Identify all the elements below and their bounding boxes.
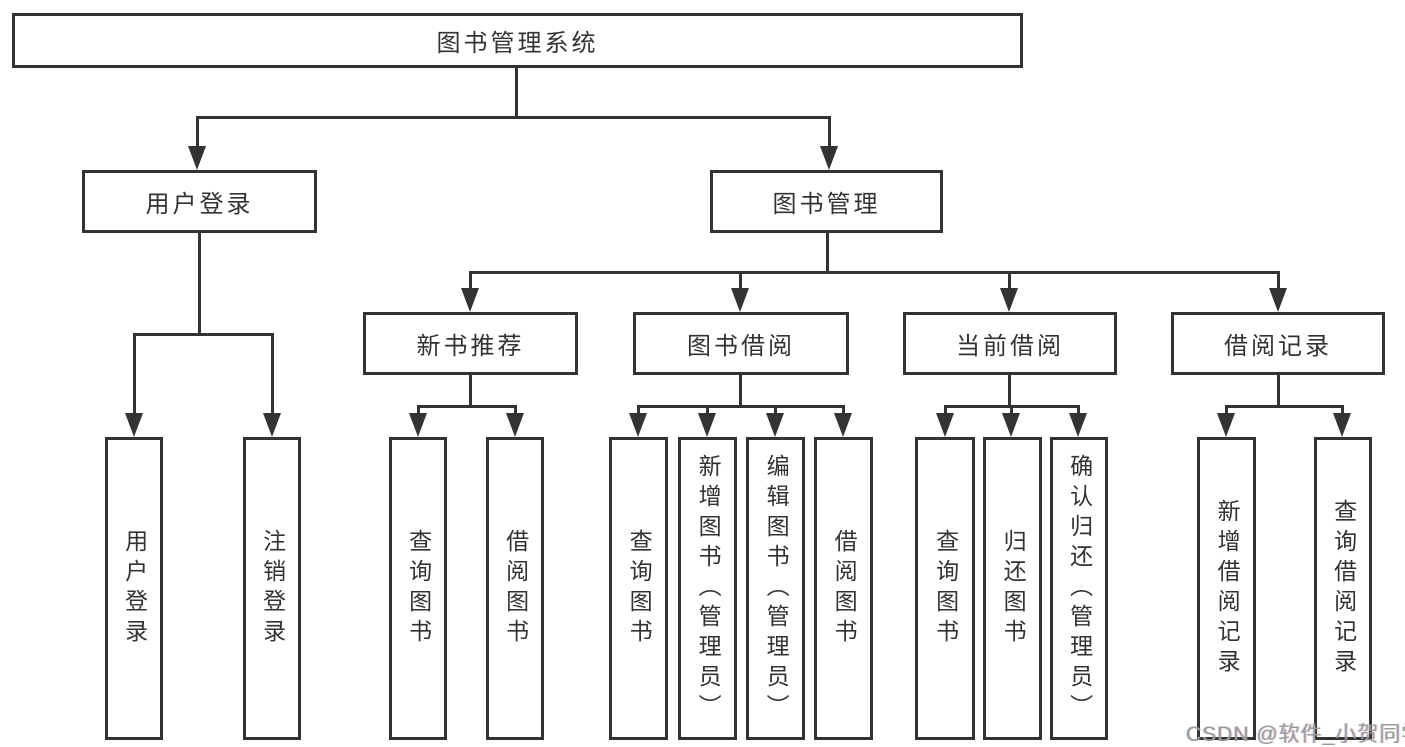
arrow-down-icon [1269,288,1287,312]
node-book-borrow-label: 图书借阅 [687,333,795,360]
leaf-query-books-3: 查询图书 [915,437,975,740]
connector-user-login-stem [198,233,201,335]
node-book-borrow: 图书借阅 [633,312,849,375]
connector-borrow-records-branch [1225,405,1344,408]
arrow-down-icon [263,413,281,437]
connector-arrow-shaft [637,405,640,415]
leaf-borrow-books-1-label: 借阅图书 [502,528,529,649]
connector-book-borrow-stem [739,375,742,407]
connector-arrow-leaf-shaft [271,333,274,415]
leaf-confirm-return-admin-label: 确认归还（管理员） [1066,453,1093,724]
leaf-edit-books-admin-label: 编辑图书（管理员） [763,453,790,724]
connector-arrow-shaft [1341,405,1344,415]
leaf-return-books-label: 归还图书 [1000,528,1027,649]
arrow-down-icon [731,288,749,312]
arrow-down-icon [820,146,838,170]
node-root-label: 图书管理系统 [436,30,599,57]
leaf-add-books-admin: 新增图书（管理员） [678,437,737,740]
arrow-down-icon [1333,413,1351,437]
leaf-logout-label: 注销登录 [259,528,286,649]
leaf-add-books-admin-label: 新增图书（管理员） [695,453,722,724]
connector-root-stem [515,68,518,118]
connector-arrow-shaft [1010,405,1013,415]
node-new-book-recommend: 新书推荐 [363,312,578,375]
connector-arrow-shaft [469,271,472,290]
leaf-query-borrow-record: 查询借阅记录 [1314,437,1372,740]
node-new-book-recommend-label: 新书推荐 [416,333,525,360]
arrow-down-icon [1217,413,1235,437]
leaf-add-borrow-record: 新增借阅记录 [1197,437,1256,740]
leaf-query-books-3-label: 查询图书 [932,528,959,649]
arrow-down-icon [834,413,852,437]
leaf-borrow-books-2: 借阅图书 [814,437,873,740]
leaf-edit-books-admin: 编辑图书（管理员） [746,437,805,740]
arrow-down-icon [409,413,427,437]
node-book-management: 图书管理 [710,170,943,233]
leaf-borrow-books-2-label: 借阅图书 [831,528,858,649]
connector-arrow-shaft [739,271,742,290]
connector-arrow-shaft [1225,405,1228,415]
connector-book-mgmt-stem [826,233,829,273]
arrow-down-icon [1069,413,1087,437]
arrow-down-icon [188,146,206,170]
connector-arrow-shaft [842,405,845,415]
node-root: 图书管理系统 [12,13,1023,68]
leaf-confirm-return-admin: 确认归还（管理员） [1050,437,1108,740]
connector-arrow-shaft [944,405,947,415]
connector-book-mgmt-branch [469,271,1280,274]
node-user-login: 用户登录 [82,170,317,233]
leaf-query-books-2: 查询图书 [609,437,668,740]
leaf-add-borrow-record-label: 新增借阅记录 [1214,498,1241,679]
arrow-down-icon [1000,288,1018,312]
node-current-borrow: 当前借阅 [903,312,1117,375]
arrow-down-icon [698,413,716,437]
arrow-down-icon [936,413,954,437]
leaf-logout: 注销登录 [243,437,301,740]
connector-arrow-book-mgmt-shaft [828,116,831,148]
arrow-down-icon [461,288,479,312]
arrow-down-icon [629,413,647,437]
connector-user-login-branch [133,333,274,336]
leaf-query-borrow-record-label: 查询借阅记录 [1330,498,1357,679]
arrow-down-icon [125,413,143,437]
connector-arrow-user-login-shaft [196,116,199,148]
leaf-query-books-2-label: 查询图书 [626,528,653,649]
arrow-down-icon [506,413,524,437]
arrow-down-icon [1002,413,1020,437]
node-borrow-records: 借阅记录 [1171,312,1385,375]
connector-arrow-shaft [1277,271,1280,290]
arrow-down-icon [766,413,784,437]
leaf-return-books: 归还图书 [983,437,1042,740]
connector-root-branch [196,116,831,119]
connector-arrow-shaft [514,405,517,415]
leaf-user-login: 用户登录 [105,437,163,740]
connector-book-borrow-branch [637,405,845,408]
leaf-borrow-books-1: 借阅图书 [486,437,544,740]
connector-arrow-leaf-shaft [133,333,136,415]
node-book-management-label: 图书管理 [772,191,881,218]
connector-arrow-shaft [1008,271,1011,290]
connector-new-book-branch [417,405,517,408]
node-current-borrow-label: 当前借阅 [956,333,1064,360]
leaf-query-books-1-label: 查询图书 [405,528,432,649]
connector-arrow-shaft [1077,405,1080,415]
connector-new-book-stem [469,375,472,407]
leaf-query-books-1: 查询图书 [389,437,447,740]
connector-arrow-shaft [417,405,420,415]
leaf-user-login-label: 用户登录 [121,528,148,649]
connector-borrow-records-stem [1277,375,1280,407]
csdn-watermark: CSDN @软件_小贺同学 [1186,723,1405,746]
connector-arrow-shaft [774,405,777,415]
connector-arrow-shaft [706,405,709,415]
node-user-login-label: 用户登录 [145,191,254,218]
node-borrow-records-label: 借阅记录 [1224,333,1332,360]
connector-current-borrow-stem [1008,375,1011,407]
